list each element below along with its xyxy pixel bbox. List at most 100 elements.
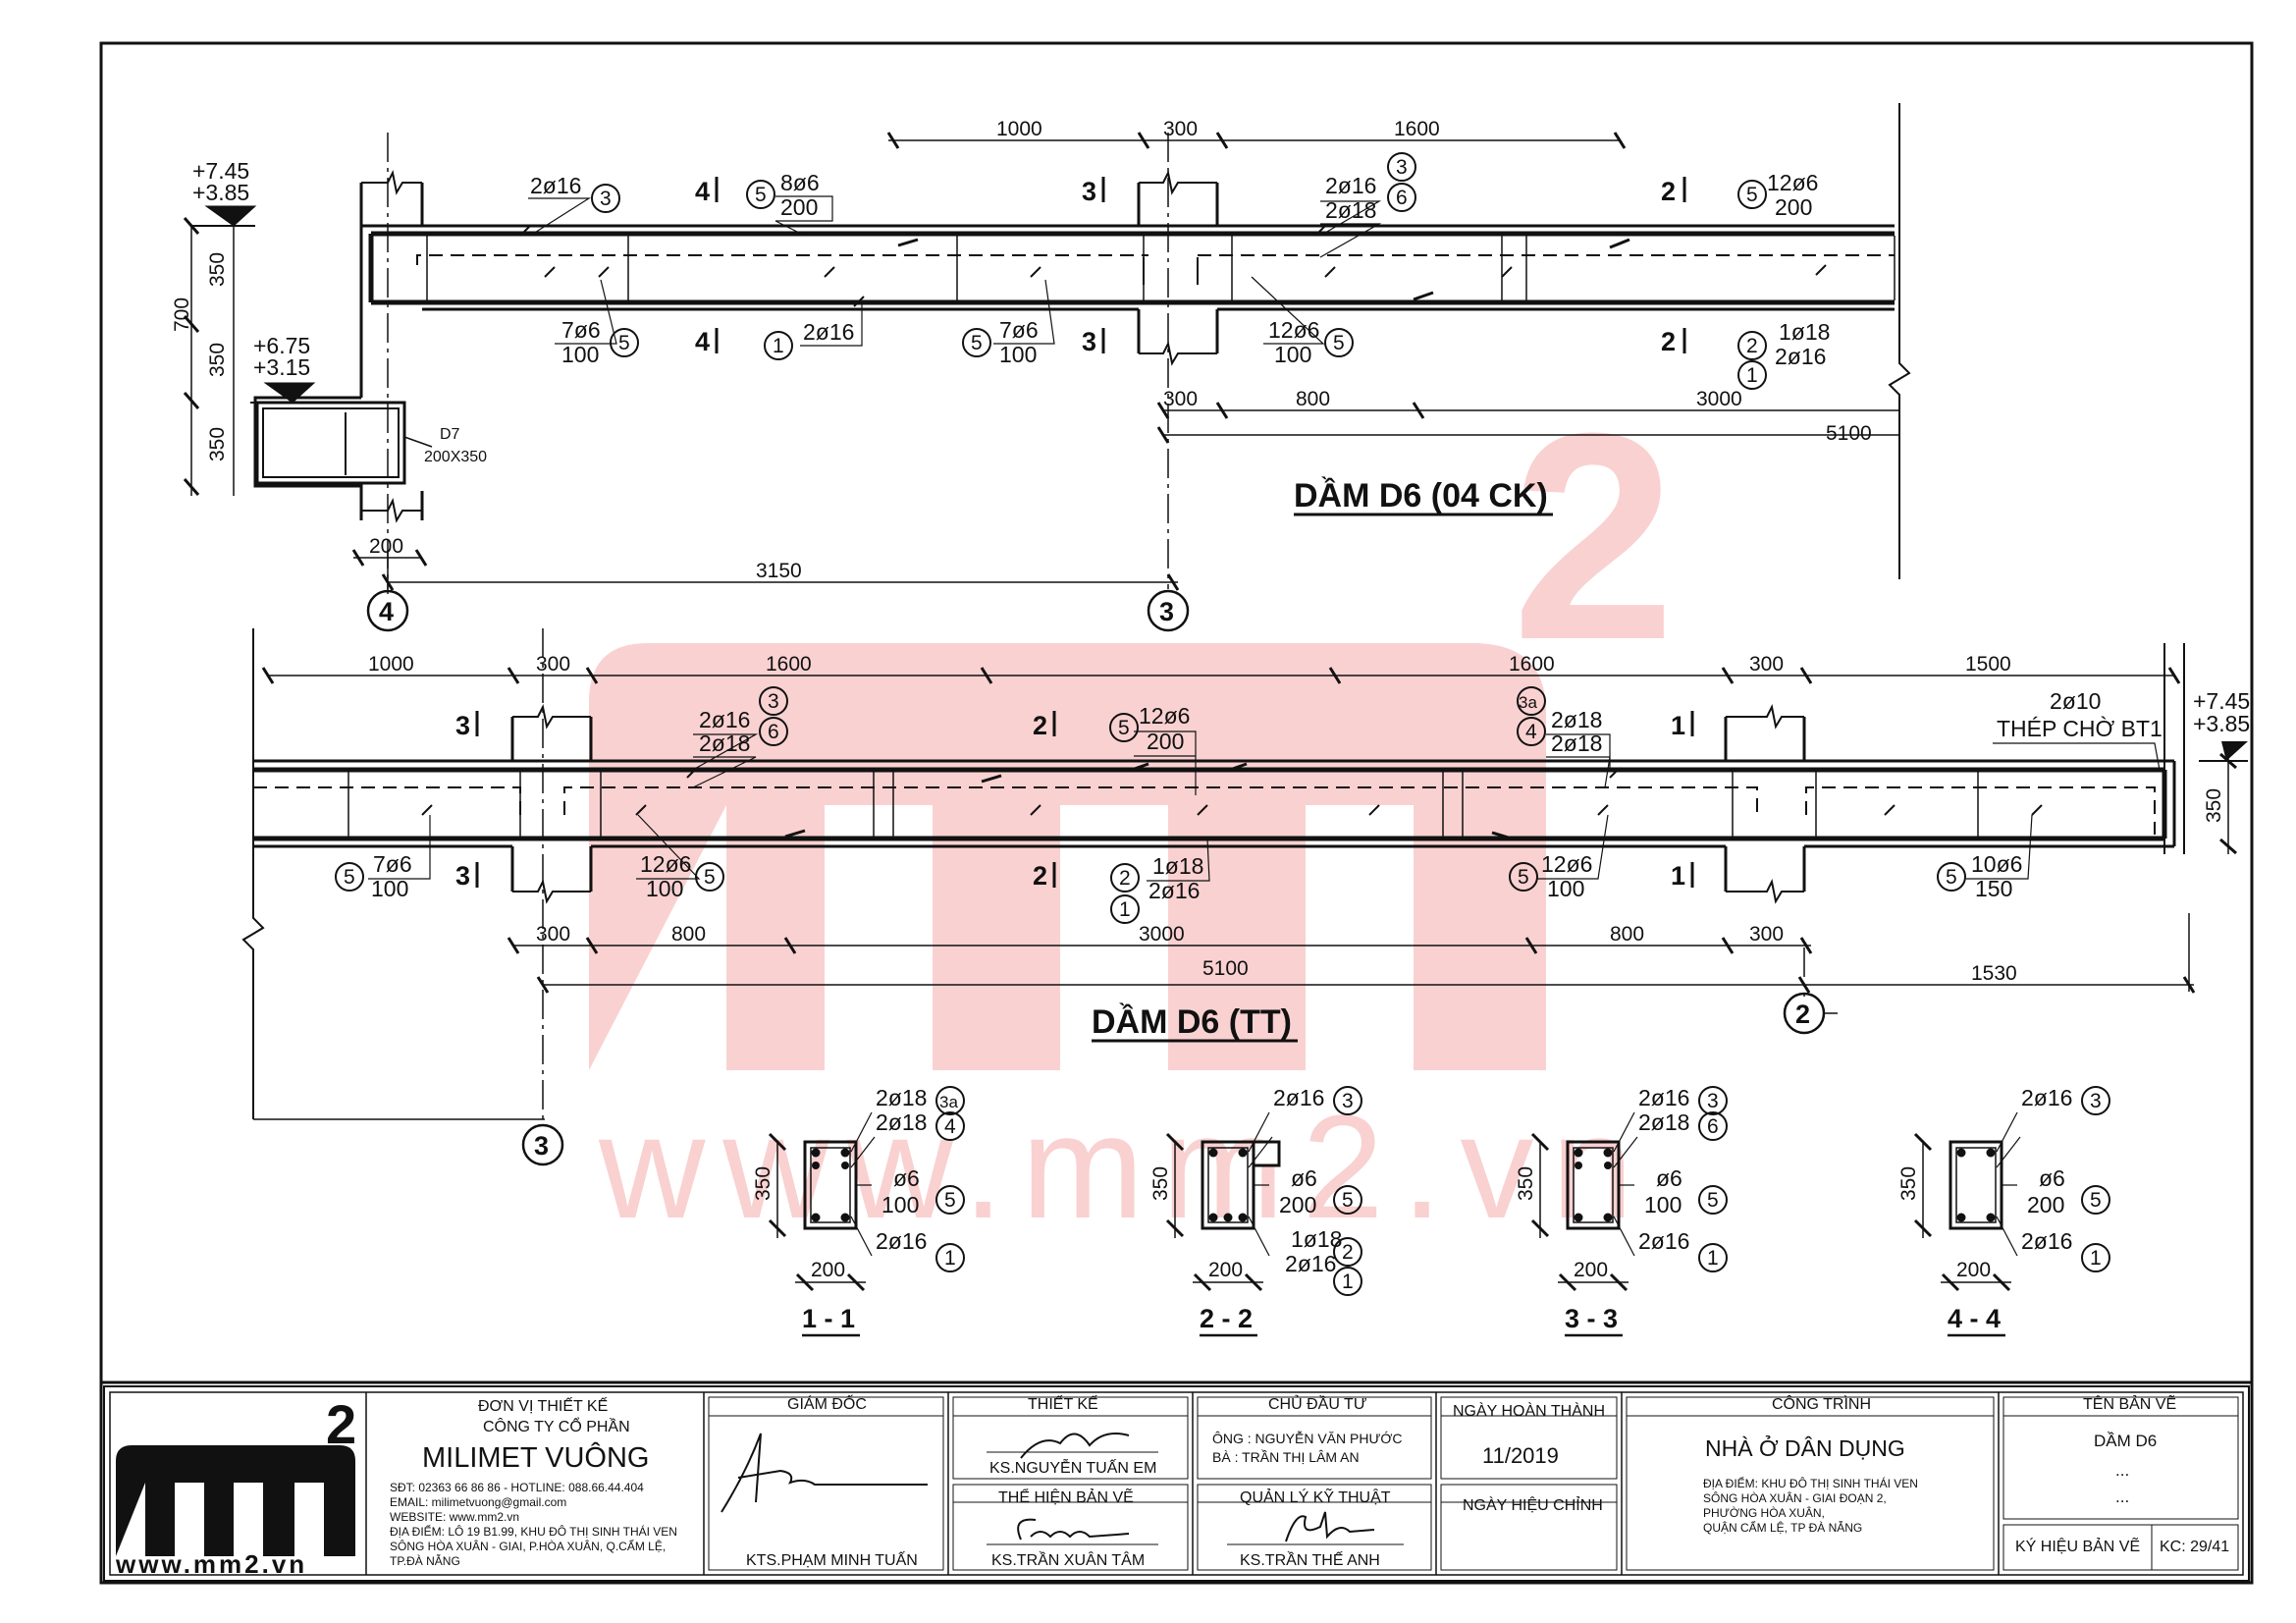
bubble-top-3b: 3 (1396, 156, 1408, 179)
dim-top-width: 200 (369, 535, 403, 558)
level-mid-a: +6.75 (253, 333, 310, 358)
section-bar-1-4 (840, 1213, 850, 1222)
section-bot2-2: 2ø16 (1285, 1251, 1336, 1276)
section-bar-3-3 (1574, 1213, 1583, 1222)
rebar-bot-e: 2ø18 (1551, 707, 1602, 732)
section-bubble-text-d-4: 1 (2090, 1247, 2102, 1270)
bubble-top-3a: 3 (600, 188, 612, 210)
sec-mark-bot-3b: 3 (455, 861, 470, 891)
rebar-bot-j: 100 (371, 876, 408, 901)
sec-mark-top-3b: 3 (1082, 327, 1096, 356)
tb-address-3: TP.ĐÀ NẴNG (390, 1553, 460, 1568)
tb-company-name: MILIMET VUÔNG (422, 1440, 650, 1474)
rebar-top-g: 200 (1775, 194, 1812, 220)
tb-director-label: GIÁM ĐỐC (787, 1393, 867, 1413)
title-bottom: DẦM D6 (TT) (1092, 1003, 1292, 1041)
section-bar-2-4 (1238, 1213, 1248, 1222)
tb-company-type: CÔNG TY CỔ PHẦN (483, 1417, 630, 1435)
company-logo-url: www.mm2.vn (115, 1549, 307, 1579)
section-bar-3-1 (1574, 1148, 1583, 1158)
tb-revise-label: NGÀY HIỆU CHỈNH (1463, 1495, 1603, 1514)
section-height-4: 350 (1897, 1166, 1920, 1201)
dim-top-lower-1: 300 (1163, 388, 1198, 410)
section-bubble-text-a-1: 3a (939, 1093, 958, 1111)
section-name-1: 1 - 1 (802, 1304, 855, 1333)
section-bar-1-1 (811, 1148, 821, 1158)
dim-top-upper-3: 1600 (1394, 118, 1440, 140)
dims-bottom-ticks (261, 667, 2196, 994)
tb-project-name: NHÀ Ở DÂN DỤNG (1705, 1434, 1905, 1461)
level-marks-top (191, 205, 316, 404)
section-bubble-c-3 (1698, 1185, 1728, 1215)
tb-sheet-dots-1: ... (2115, 1461, 2129, 1480)
watermark-sup: 2 (1512, 371, 1676, 701)
bubble-bot-3: 3 (768, 690, 779, 713)
dim-top-upper-2: 300 (1163, 118, 1198, 140)
tb-project-label: CÔNG TRÌNH (1772, 1394, 1871, 1413)
rebar-top-o: 1ø18 (1779, 319, 1830, 345)
rebar-top-d: 2ø16 (1325, 173, 1376, 198)
dim-top-left-2: 700 (171, 298, 193, 332)
section-bubble-text-a-3: 3 (1707, 1090, 1719, 1112)
bubble-top-6: 6 (1396, 187, 1408, 209)
rebar-bot-a: 2ø16 (699, 707, 750, 732)
section-bubble-c-1 (935, 1185, 965, 1215)
bubble-top-5c: 5 (618, 332, 630, 354)
section-stir1-1: ø6 (893, 1165, 920, 1191)
rebar-bot-l: 100 (646, 876, 683, 901)
grid-bubble-3-top (1147, 589, 1190, 632)
tb-design-label: THIẾT KẾ (1028, 1394, 1098, 1413)
dim-top-left-1: 350 (206, 252, 229, 287)
rebar-top-f: 12ø6 (1767, 170, 1818, 195)
section-dim-ticks-3 (1530, 1132, 1629, 1292)
section-top1-4: 2ø16 (2021, 1085, 2072, 1110)
dim-top-lower-4: 5100 (1826, 422, 1872, 445)
tb-done-label: NGÀY HOÀN THÀNH (1453, 1401, 1605, 1420)
tb-phone: SĐT: 02363 66 86 86 - HOTLINE: 088.66.44… (390, 1481, 644, 1494)
section-bubble-c-4 (2081, 1185, 2110, 1215)
dim-bottom-lower-1: 300 (536, 923, 570, 946)
rebar-top-p: 2ø16 (1775, 344, 1826, 369)
bubble-bot-2: 2 (1119, 867, 1131, 890)
section-bubble-b-3 (1698, 1111, 1728, 1141)
watermark-logo (589, 643, 1546, 1070)
tb-address-2: SÔNG HÒA XUÂN - GIAI, P.HÒA XUÂN, Q.CẨM … (390, 1539, 666, 1553)
section-leaders-4 (1996, 1111, 2021, 1257)
section-top1-3: 2ø16 (1638, 1085, 1689, 1110)
section-bubble-text-c-4: 5 (2090, 1189, 2102, 1212)
tb-sheet-label: TÊN BẢN VẼ (2083, 1393, 2176, 1413)
section-bubble-text-b-3: 6 (1707, 1115, 1719, 1138)
section-bar-1-2 (840, 1148, 850, 1158)
dim-top-left-3: 350 (206, 343, 229, 377)
section-stirrup-1 (810, 1147, 851, 1223)
section-name-4: 4 - 4 (1948, 1304, 2001, 1333)
section-bar-extra-2-c (1223, 1213, 1233, 1222)
rebar-bot-m: 1ø18 (1152, 853, 1203, 879)
beam-d7-section (255, 401, 433, 485)
dim-bottom-lower-3: 3000 (1139, 923, 1185, 946)
section-leaders-1 (850, 1111, 876, 1257)
section-bubble-text-a-4: 3 (2090, 1090, 2102, 1112)
title-top: DẦM D6 (04 CK) (1294, 477, 1548, 514)
section-leaders-2 (1248, 1111, 1273, 1257)
tb-owner-1: ÔNG : NGUYỄN VĂN PHƯỚC (1212, 1431, 1403, 1446)
bubble-top-1b: 1 (1746, 364, 1758, 387)
dim-bottom-lower-5: 300 (1749, 923, 1784, 946)
section-bar-2-2 (1238, 1148, 1248, 1158)
tb-unit-label: ĐƠN VỊ THIẾT KẾ (478, 1396, 608, 1415)
tb-drafter-label: THỂ HIỆN BẢN VẼ (998, 1487, 1134, 1506)
section-bubble-text-d-3: 1 (1707, 1247, 1719, 1270)
sec-mark-top-3a: 3 (1082, 177, 1096, 206)
sec-mark-bot-3a: 3 (455, 711, 470, 740)
section-bubble-b-1 (935, 1111, 965, 1141)
grid-label-4: 4 (379, 597, 394, 626)
sec-mark-top-4a: 4 (695, 177, 710, 206)
director-signature (721, 1433, 928, 1513)
section-bubble-e-2 (1333, 1267, 1362, 1296)
design-signature (1020, 1433, 1130, 1459)
tb-website: WEBSITE: www.mm2.vn (390, 1510, 519, 1524)
section-bar-2-1 (1208, 1148, 1218, 1158)
tb-design-name: KS.NGUYỄN TUẤN EM (989, 1458, 1156, 1477)
dim-top-lower-3: 3000 (1696, 388, 1742, 410)
